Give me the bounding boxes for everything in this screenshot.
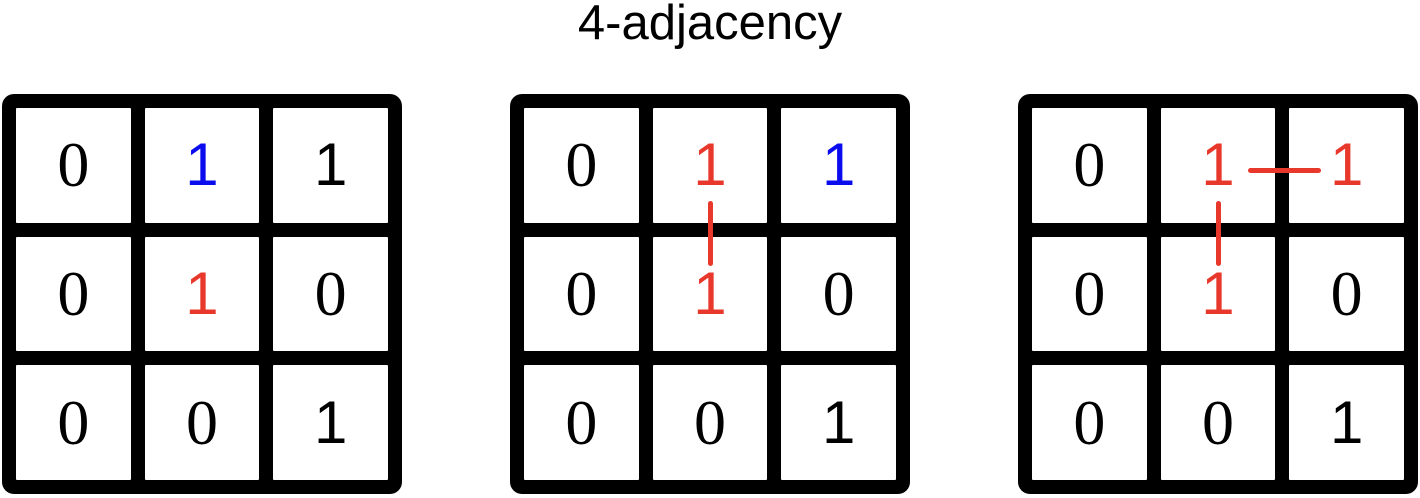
pixel-value: 0 — [1073, 257, 1106, 329]
figure-title: 4-adjacency — [577, 0, 843, 50]
adjacency-link-horizontal — [1248, 167, 1321, 173]
grid-cell-r2c0: 0 — [524, 365, 639, 480]
pixel-value: 1 — [821, 388, 856, 456]
grid-cell-r2c1: 0 — [652, 365, 768, 480]
pixel-value: 1 — [693, 131, 727, 199]
pixel-value: 1 — [821, 131, 856, 199]
pixel-value: 0 — [314, 257, 347, 329]
grid-cell-r0c1: 1 — [144, 108, 260, 223]
grid-cell-r1c0: 0 — [16, 236, 131, 352]
pixel-value: 0 — [1073, 129, 1106, 201]
adjacency-link-vertical — [707, 201, 713, 266]
pixel-value: 1 — [693, 259, 727, 327]
pixel-grid-1: 0 1 1 0 1 0 0 0 1 — [2, 94, 402, 494]
grid-cell-r0c0: 0 — [524, 108, 639, 223]
grid-cell-r2c2: 1 — [273, 365, 388, 480]
pixel-value: 0 — [565, 257, 598, 329]
pixel-value: 1 — [1201, 131, 1235, 199]
pixel-value: 0 — [693, 386, 726, 458]
pixel-value: 0 — [1201, 386, 1234, 458]
pixel-value: 1 — [185, 259, 219, 327]
grid-cell-r0c2: 1 — [781, 108, 896, 223]
grid-cell-r1c2: 0 — [781, 236, 896, 352]
pixel-value: 0 — [1073, 386, 1106, 458]
pixel-value: 0 — [57, 386, 90, 458]
pixel-grid-3: 0 1 1 0 1 0 0 0 1 — [1018, 94, 1418, 494]
pixel-grid-2: 0 1 1 0 1 0 0 0 1 — [510, 94, 910, 494]
grid-cell-r2c1: 0 — [1160, 365, 1276, 480]
grid-cell-r1c1: 1 — [652, 236, 768, 352]
pixel-value: 1 — [185, 131, 219, 199]
pixel-value: 1 — [1201, 259, 1235, 327]
pixel-value: 0 — [822, 257, 855, 329]
pixel-value: 0 — [185, 386, 218, 458]
grid-cell-r0c2: 1 — [273, 108, 388, 223]
pixel-value: 0 — [565, 386, 598, 458]
grid-cell-r1c2: 0 — [1289, 236, 1404, 352]
adjacency-link-vertical — [1215, 201, 1221, 266]
grid-cell-r2c2: 1 — [781, 365, 896, 480]
grid-cell-r0c0: 0 — [16, 108, 131, 223]
pixel-value: 1 — [313, 388, 348, 456]
grid-cell-r2c0: 0 — [1032, 365, 1147, 480]
grid-cell-r2c2: 1 — [1289, 365, 1404, 480]
grid-cell-r1c1: 1 — [144, 236, 260, 352]
grids-row: 0 1 1 0 1 0 0 0 1 0 1 1 0 1 0 0 0 1 0 1 1 0 1 0 0 0 1 — [2, 94, 1418, 494]
grid-cell-r0c2: 1 — [1289, 108, 1404, 223]
grid-cell-r1c1: 1 — [1160, 236, 1276, 352]
pixel-value: 0 — [57, 257, 90, 329]
grid-cell-r1c2: 0 — [273, 236, 388, 352]
pixel-value: 0 — [565, 129, 598, 201]
grid-cell-r1c0: 0 — [524, 236, 639, 352]
pixel-value: 1 — [1329, 388, 1364, 456]
pixel-value: 1 — [1329, 131, 1364, 199]
pixel-value: 0 — [1330, 257, 1363, 329]
grid-cell-r2c0: 0 — [16, 365, 131, 480]
grid-cell-r2c1: 0 — [144, 365, 260, 480]
pixel-value: 1 — [313, 131, 348, 199]
grid-cell-r1c0: 0 — [1032, 236, 1147, 352]
grid-cell-r0c0: 0 — [1032, 108, 1147, 223]
pixel-value: 0 — [57, 129, 90, 201]
